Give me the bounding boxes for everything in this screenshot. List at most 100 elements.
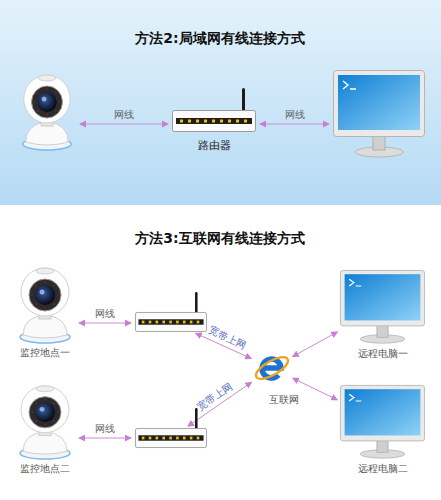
node-label: 监控地点一 [20, 347, 70, 359]
router-antenna [195, 292, 198, 314]
camera-lens-ring [32, 86, 63, 118]
monitor-icon: 远程电脑二 [340, 385, 425, 459]
diagram-title: 方法2:局域网有线连接方式 [135, 30, 304, 46]
router-port [188, 120, 191, 123]
node-label: 远程电脑二 [358, 463, 408, 475]
router-port [244, 120, 247, 123]
ie-orbit [253, 353, 291, 383]
ir-led [37, 110, 39, 112]
router-panel [138, 435, 203, 440]
cable-connector [293, 332, 338, 357]
ir-led [37, 92, 39, 94]
camera-head [24, 75, 70, 123]
prompt-glyph [349, 394, 361, 401]
ir-led [59, 101, 61, 103]
ir-led [57, 411, 59, 413]
monitor-neck [373, 136, 385, 150]
router-port [142, 437, 145, 440]
camera-top [36, 386, 54, 392]
router-body [135, 428, 206, 447]
ie-shape [254, 350, 290, 386]
router-icon [135, 312, 207, 332]
ir-led [31, 294, 33, 296]
camera-shape [15, 265, 75, 345]
router-port [220, 120, 223, 123]
router-panel [138, 319, 203, 324]
internet-icon: 互联网 [254, 350, 290, 386]
router-antenna [195, 408, 198, 430]
router-shape [172, 110, 256, 132]
ir-led [44, 307, 46, 309]
lens-highlight [40, 290, 45, 295]
router-port [156, 437, 159, 440]
monitor-shape [340, 270, 425, 344]
camera-icon: 监控地点一 [15, 265, 75, 345]
router-port [169, 437, 172, 440]
monitor-screen [338, 75, 420, 130]
cable-connector [80, 124, 168, 125]
router-antenna [242, 88, 245, 112]
section-title: 方法3:互联网有线连接方式 [135, 230, 304, 246]
monitor-neck [377, 326, 388, 338]
router-port [162, 437, 165, 440]
monitor-icon [333, 70, 425, 158]
router-body [173, 111, 256, 132]
ir-led [53, 402, 55, 404]
ir-led [46, 114, 48, 116]
router-port [190, 321, 193, 324]
router-port [196, 120, 199, 123]
router-port [236, 120, 239, 123]
router-port [162, 321, 165, 324]
ir-led [46, 88, 48, 90]
monitor-icon: 远程电脑一 [340, 270, 425, 344]
router-port [156, 321, 159, 324]
edge-label: 网线 [114, 109, 134, 121]
edge-label: 网线 [95, 308, 115, 320]
camera-lens-ring [29, 279, 61, 311]
monitor-screen [345, 389, 421, 435]
router-port [149, 321, 152, 324]
ir-led [35, 420, 37, 422]
monitor-shape [333, 70, 425, 158]
camera-icon: 监控地点二 [15, 383, 75, 461]
ir-led [55, 92, 57, 94]
router-port [169, 321, 172, 324]
ir-led [57, 294, 59, 296]
node-label: 监控地点二 [20, 463, 70, 475]
camera-lens [37, 92, 56, 112]
monitor-shape [340, 385, 425, 459]
top-panel [0, 0, 441, 205]
prompt-glyph [349, 279, 361, 286]
ir-led [44, 424, 46, 426]
router-port [183, 437, 186, 440]
router-port [197, 321, 200, 324]
camera-head [21, 268, 69, 316]
ir-led [31, 411, 33, 413]
router-port [183, 321, 186, 324]
router-port [190, 437, 193, 440]
router-body [135, 312, 206, 331]
camera-head [21, 386, 69, 433]
router-panel [176, 118, 252, 124]
router-port [197, 437, 200, 440]
ir-led [55, 110, 57, 112]
cable-connector [79, 438, 131, 439]
ir-led [35, 303, 37, 305]
ir-led [35, 402, 37, 404]
edge-label: 网线 [285, 109, 305, 121]
lens-highlight [42, 97, 47, 102]
camera-top [38, 75, 55, 81]
camera-lens [35, 403, 55, 423]
node-label: 路由器 [198, 140, 231, 152]
node-label: 互联网 [269, 394, 299, 406]
ir-led [53, 303, 55, 305]
router-port [180, 120, 183, 123]
camera-shape [18, 72, 76, 152]
monitor-neck [377, 441, 388, 453]
monitor-frame [334, 71, 425, 137]
camera-lens-ring [29, 397, 61, 428]
cable-connector [79, 323, 131, 324]
router-port [142, 321, 145, 324]
router-shape [135, 428, 207, 448]
